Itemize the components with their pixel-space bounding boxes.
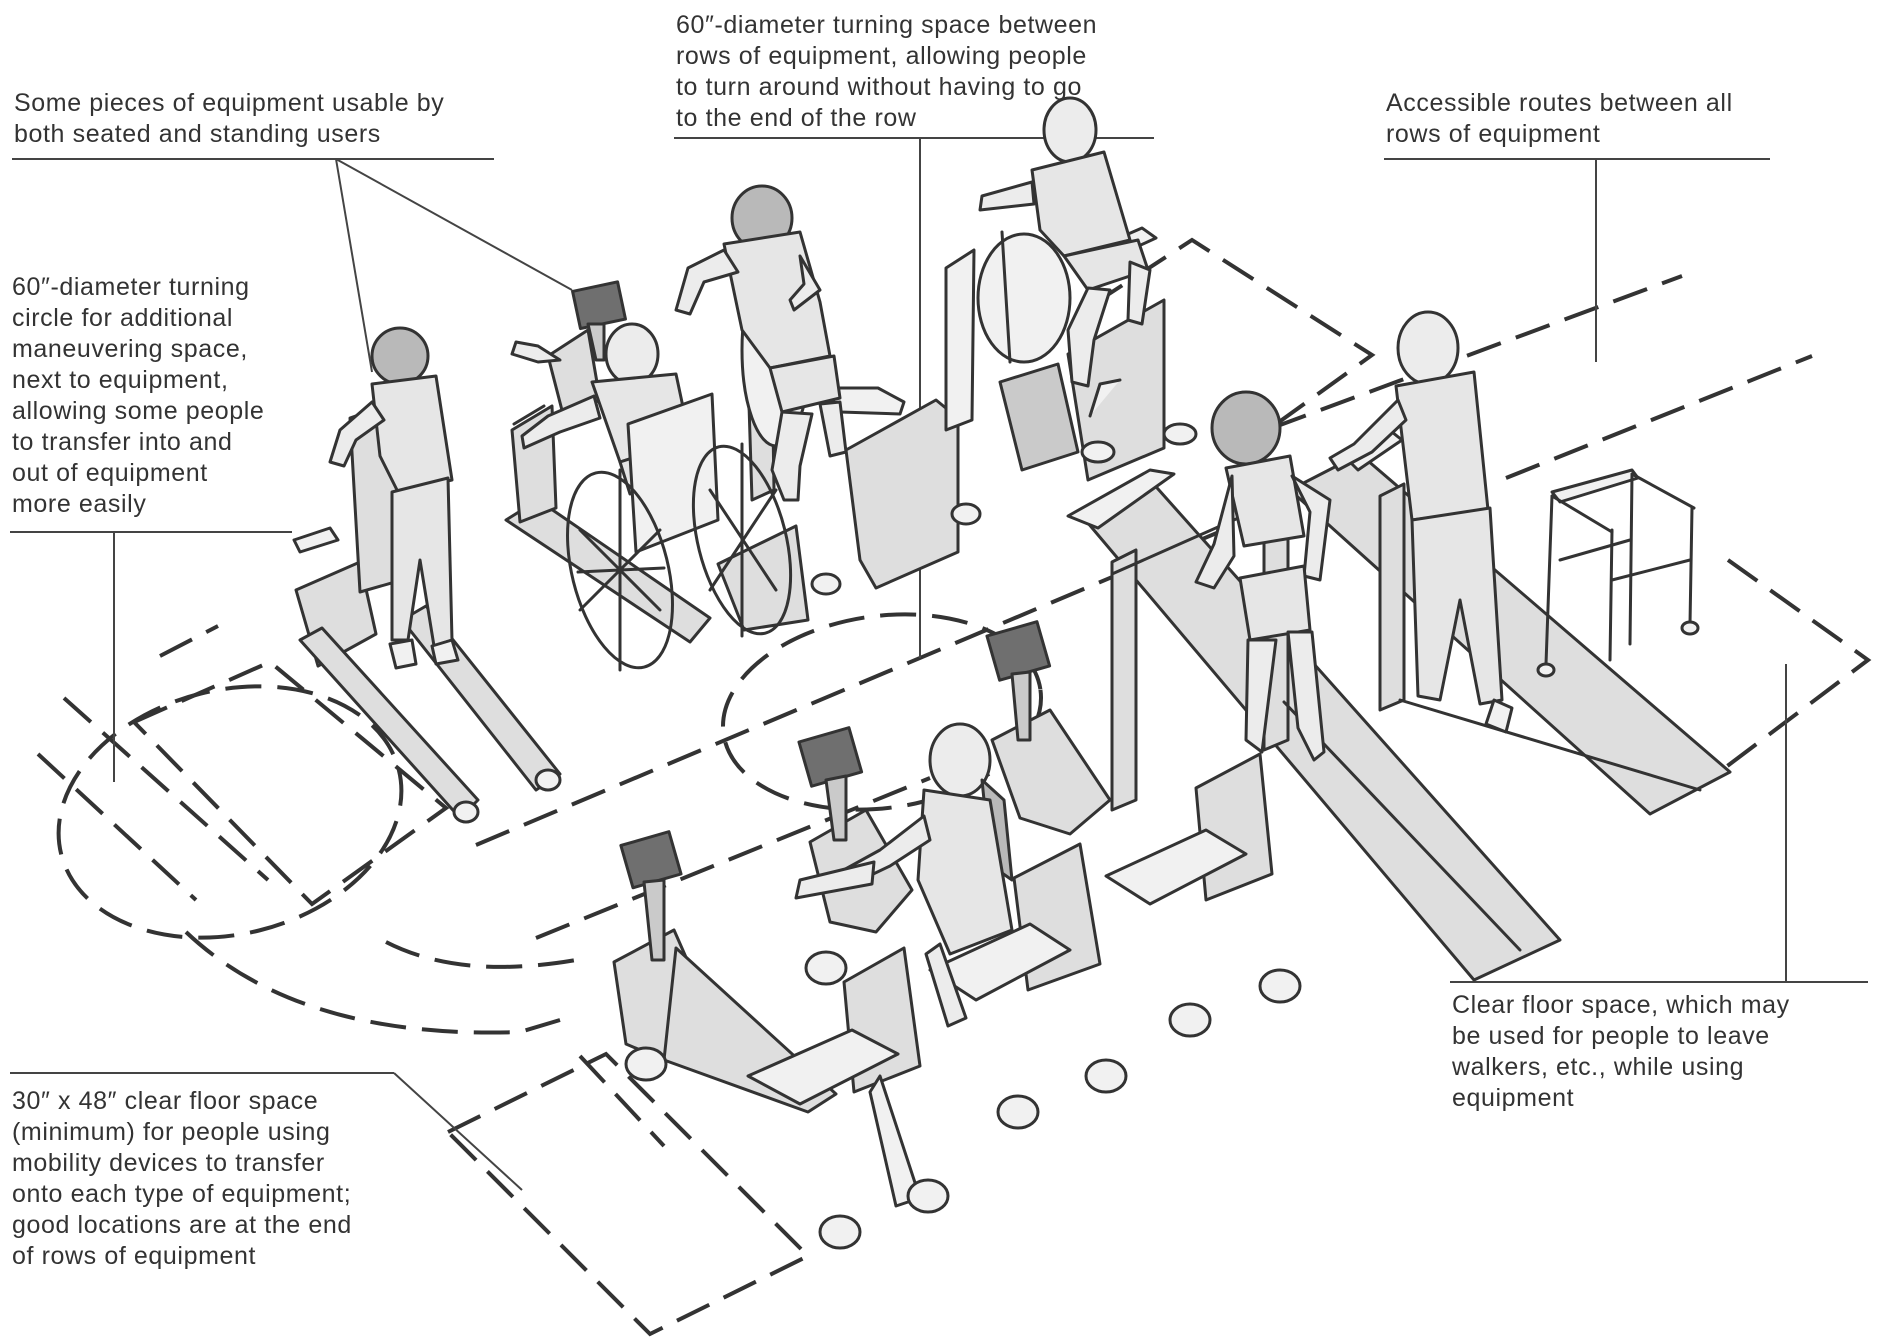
annotation-line: Clear floor space, which may bbox=[1452, 991, 1790, 1019]
annotation-line: Accessible routes between all bbox=[1386, 89, 1733, 117]
annotation-clear-floor-transfer: 30″ x 48″ clear floor space (minimum) fo… bbox=[12, 1086, 352, 1272]
annotation-line: 30″ x 48″ clear floor space bbox=[12, 1087, 319, 1115]
leader-clear-diag bbox=[393, 1072, 523, 1191]
rider-mid-back bbox=[674, 184, 848, 502]
aisle-line-upper bbox=[475, 506, 1277, 847]
walker bbox=[1536, 468, 1700, 678]
accessible-route-line-1 bbox=[1271, 274, 1683, 430]
leader-usable-to-screen bbox=[335, 158, 573, 291]
treadmill-man bbox=[1328, 310, 1514, 734]
accessible-route-line-2 bbox=[1505, 354, 1813, 480]
woman-on-recumbent bbox=[794, 722, 1014, 1028]
annotation-line: out of equipment bbox=[12, 459, 208, 487]
annotation-line: of rows of equipment bbox=[12, 1242, 257, 1270]
treadmill-right bbox=[1288, 430, 1732, 816]
transfer-space-left-a bbox=[130, 659, 450, 907]
annotation-line: 60″-diameter turning bbox=[12, 273, 250, 301]
rider-far-back bbox=[978, 96, 1152, 388]
annotation-line: to the end of the row bbox=[676, 104, 917, 132]
wheelchair bbox=[566, 392, 793, 672]
turning-arc-front bbox=[184, 930, 561, 1035]
annotation-line: equipment bbox=[1452, 1084, 1575, 1112]
front-transfer-space-outline bbox=[444, 1051, 812, 1337]
annotation-line: mobility devices to transfer bbox=[12, 1149, 325, 1177]
woman-on-stepper bbox=[328, 326, 460, 670]
annotation-line: (minimum) for people using bbox=[12, 1118, 331, 1146]
floor-space-outlines bbox=[36, 237, 1872, 1337]
leader-usable-to-stepper bbox=[335, 158, 373, 373]
annotation-accessible-routes: Accessible routes between all rows of eq… bbox=[1386, 88, 1733, 150]
annotation-line: onto each type of equipment; bbox=[12, 1180, 352, 1208]
front-transfer-space-inner bbox=[578, 1054, 666, 1148]
annotation-line: 60″-diameter turning space between bbox=[676, 11, 1098, 39]
annotation-line: more easily bbox=[12, 490, 147, 518]
treadmill-woman bbox=[1194, 390, 1332, 762]
annotation-equipment-usable: Some pieces of equipment usable by both … bbox=[14, 88, 444, 150]
annotation-line: Some pieces of equipment usable by bbox=[14, 89, 445, 117]
turning-circle-between-rows bbox=[720, 612, 1044, 812]
annotation-line: rows of equipment bbox=[1386, 120, 1601, 148]
annotation-line: next to equipment, bbox=[12, 366, 229, 394]
recumbent-bike-front-1 bbox=[612, 830, 950, 1250]
annotation-turning-circle: 60″-diameter turning circle for addition… bbox=[12, 272, 264, 520]
annotation-line: maneuvering space, bbox=[12, 335, 248, 363]
annotation-line: allowing some people bbox=[12, 397, 265, 425]
annotation-turning-space-between-rows: 60″-diameter turning space between rows … bbox=[676, 10, 1097, 134]
transfer-space-left-c bbox=[36, 752, 198, 902]
recumbent-bike-front-3 bbox=[985, 620, 1302, 1038]
walker-clear-space-outline bbox=[1720, 558, 1872, 772]
turning-arc-front-2 bbox=[385, 940, 577, 969]
annotation-line: to turn around without having to go bbox=[676, 73, 1082, 101]
annotation-line: to transfer into and bbox=[12, 428, 233, 456]
annotation-clear-floor-walkers: Clear floor space, which may be used for… bbox=[1452, 990, 1790, 1114]
annotation-line: rows of equipment, allowing people bbox=[676, 42, 1087, 70]
aisle-line-lower bbox=[535, 776, 931, 940]
annotation-line: good locations are at the end bbox=[12, 1211, 352, 1239]
transfer-space-left-b bbox=[159, 624, 219, 658]
transfer-space-left-d bbox=[62, 696, 270, 882]
recumbent-bike-front-2 bbox=[797, 726, 1128, 1130]
annotation-line: be used for people to leave bbox=[1452, 1022, 1770, 1050]
annotation-line: walkers, etc., while using bbox=[1452, 1053, 1745, 1081]
annotation-line: both seated and standing users bbox=[14, 120, 381, 148]
annotation-line: circle for additional bbox=[12, 304, 234, 332]
